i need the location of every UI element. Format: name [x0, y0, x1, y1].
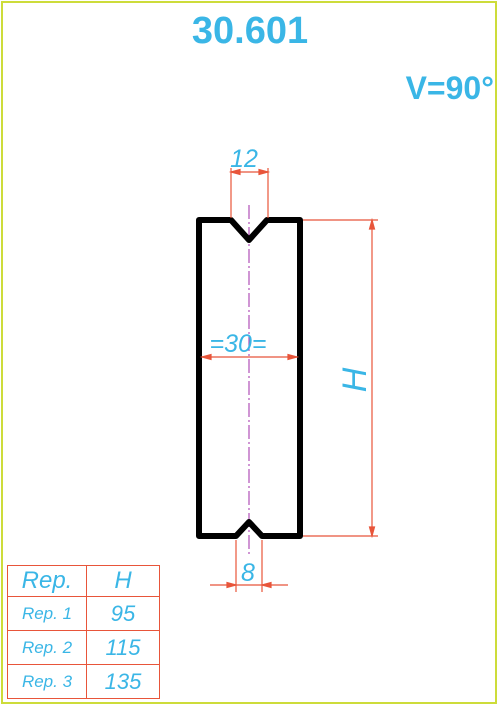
h-cell: 115	[86, 630, 160, 665]
table-header-row: Rep. H	[7, 565, 160, 597]
table-row: Rep. 3 135	[7, 664, 160, 699]
rep-cell: Rep. 3	[7, 664, 87, 699]
h-column-header: H	[86, 565, 160, 597]
bottom-width-label: 8	[241, 559, 255, 587]
top-width-dimension	[228, 168, 271, 218]
table-row: Rep. 2 115	[7, 630, 160, 665]
h-cell: 135	[86, 664, 160, 699]
rep-column-header: Rep.	[7, 565, 87, 597]
height-dimension	[303, 217, 378, 539]
die-profile	[196, 217, 303, 539]
rep-cell: Rep. 2	[7, 630, 87, 665]
rep-cell: Rep. 1	[7, 596, 87, 631]
bottom-width-dimension	[210, 540, 288, 592]
part-number: 30.601	[191, 10, 309, 52]
top-width-label: 12	[230, 145, 258, 173]
v-angle-label: V=90°	[405, 70, 494, 106]
body-width-label: =30=	[209, 330, 266, 358]
rep-height-table: Rep. H Rep. 1 95 Rep. 2 115 Rep. 3 135	[7, 565, 160, 699]
height-label: H	[336, 367, 374, 392]
table-row: Rep. 1 95	[7, 596, 160, 631]
h-cell: 95	[86, 596, 160, 631]
body-width-dimension	[199, 353, 300, 361]
